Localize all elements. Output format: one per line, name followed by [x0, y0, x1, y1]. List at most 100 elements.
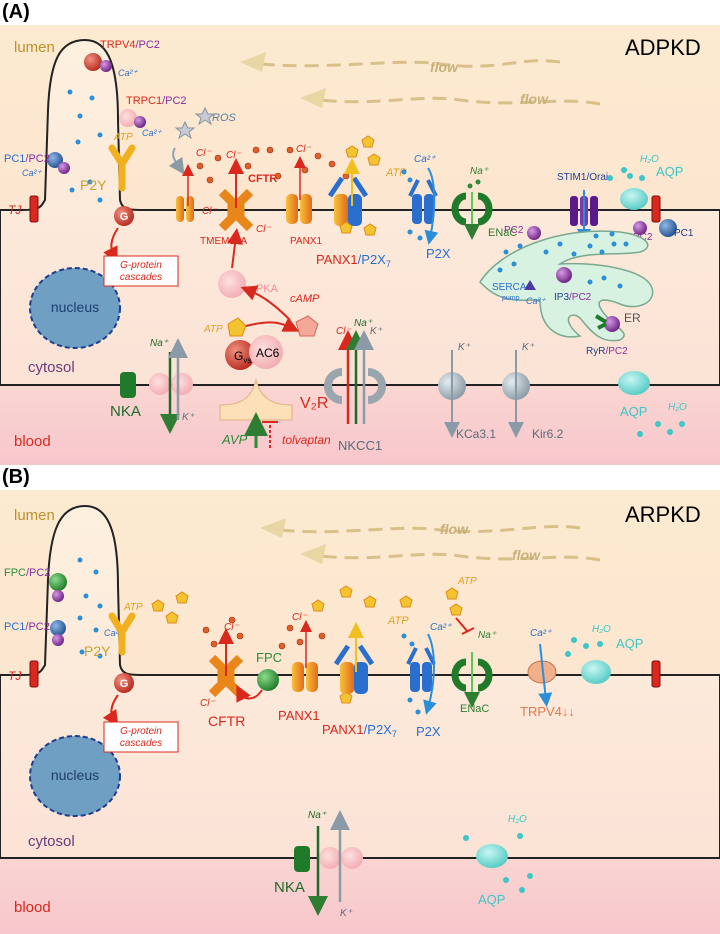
- panx1-channel-b2: [306, 662, 318, 692]
- nucleus-label-b: nucleus: [51, 767, 99, 783]
- cftr-channel-b: [208, 654, 244, 698]
- pc1-pc2: [58, 162, 70, 174]
- camp-pka-arrow: [240, 285, 291, 321]
- g-protein-cascades-b2: cascades: [120, 738, 162, 749]
- ryr-pc2-channel: [604, 316, 620, 332]
- cilium-calcium-dots: [67, 89, 103, 203]
- p2x-channel-b-left: [410, 662, 420, 692]
- panx1-cl-label: Cl⁻: [296, 144, 311, 155]
- p2y-label: P2Y: [80, 177, 107, 193]
- h2o-apical-label: H₂O: [640, 154, 659, 165]
- ros-arrow: [168, 147, 185, 175]
- cftr-cl-label: Cl⁻: [226, 150, 241, 161]
- p2y-atp-label-b: ATP: [123, 602, 143, 613]
- panx1-p2x7-label-b: PANX1/P2X7: [322, 722, 397, 739]
- nka-subunit-b1: [319, 847, 341, 869]
- p2x-ca-arrow-b: [423, 633, 437, 715]
- trpc1-channel: [119, 109, 137, 127]
- panel-a-tag: (A): [2, 1, 30, 23]
- ros-label: ROS: [212, 112, 237, 124]
- enac-na-label: Na⁺: [470, 166, 489, 177]
- nka-na-label: Na⁺: [150, 338, 169, 349]
- panel-b-title: ARPKD: [625, 502, 701, 527]
- fpc-membrane: [257, 669, 279, 691]
- p2x-channel-right: [424, 194, 434, 224]
- er-calcium-dots: [497, 231, 629, 289]
- er-label: ER: [624, 311, 641, 325]
- fpc-pc2-label: FPC/PC2: [4, 567, 50, 579]
- er-pc2-label: PC2: [504, 225, 524, 236]
- kca31-label: KCa3.1: [456, 427, 496, 441]
- chloride-dots: [196, 146, 350, 184]
- er-pc2: [527, 226, 541, 240]
- g-protein-cascades-line2: cascades: [120, 272, 162, 283]
- stim1-label: STIM1/Orai: [557, 172, 608, 183]
- h2o-basolateral-label-b: H₂O: [508, 814, 527, 825]
- sodium-dots: [467, 179, 481, 189]
- p2x-channel-b-right: [422, 662, 432, 692]
- g-protein-label-b: G: [120, 678, 129, 690]
- enac-na-label-b: Na⁺: [478, 630, 497, 641]
- ros-star-2: [174, 120, 196, 140]
- p2x-channel-left: [412, 194, 422, 224]
- pc1-right-label: PC1: [674, 228, 694, 239]
- ip3-pc2-label: IP3/PC2: [554, 292, 592, 303]
- tight-junction: [29, 195, 39, 223]
- blood-label-b: blood: [14, 899, 51, 916]
- flow-label-1: flow: [430, 59, 459, 75]
- ac6-atp: [227, 317, 247, 337]
- orai-channel-1: [570, 196, 578, 226]
- nkcc1-k-label: K⁺: [370, 326, 383, 337]
- pc1pc2-label: PC1/PC2: [4, 153, 50, 165]
- cftr-label: CFTR: [248, 173, 277, 185]
- nkcc1-na-label: Na⁺: [354, 318, 373, 329]
- enac-atp: [445, 587, 459, 600]
- avp-label: AVP: [221, 432, 248, 447]
- h2o-basolateral-label: H₂O: [668, 402, 687, 413]
- aqp-apical-label: AQP: [656, 164, 683, 179]
- aqp-apical-label-b: AQP: [616, 636, 643, 651]
- tj-label-b: TJ: [8, 669, 22, 683]
- pc2-right: [633, 221, 647, 235]
- serca-pump-label: pump: [502, 295, 520, 302]
- atp-camp-arrow: [245, 317, 300, 332]
- nka-pump-b: [294, 846, 310, 872]
- tmem16a-right: [186, 196, 194, 222]
- serca-ca-label: Ca²⁺: [526, 296, 547, 306]
- aqp-apical-b: [581, 660, 611, 684]
- kir62-k-label: K⁺: [522, 342, 535, 353]
- atp-enac-bar: [461, 627, 475, 635]
- fpc-cftr-arrow: [236, 684, 263, 703]
- p2x-label: P2X: [426, 246, 451, 261]
- p2y-receptor: [108, 144, 136, 192]
- enac-atp-2: [449, 603, 463, 616]
- atp-enac-inhibit: [455, 617, 469, 633]
- tmem16a-left: [176, 196, 184, 222]
- trpc1-ca-label: Ca²⁺: [142, 128, 163, 138]
- camp: [295, 315, 319, 337]
- nka-subunit-1: [149, 373, 171, 395]
- pc2-right-label: PC2: [633, 232, 653, 243]
- panel-b: (B) ARPKD lumen blood flow flow cytosol …: [0, 466, 720, 934]
- p2y-atp-label: ATP: [113, 132, 133, 143]
- panx1-p2x7-left: [334, 194, 348, 226]
- panx1-cl-label-b: Cl⁻: [292, 612, 307, 623]
- aqp-apical: [620, 188, 648, 210]
- lumen-label: lumen: [14, 39, 55, 56]
- water-molecules-basolateral-b: [463, 833, 533, 893]
- g-protein: [114, 206, 134, 226]
- panel-a-title: ADPKD: [625, 35, 701, 60]
- orai-channel-3: [590, 196, 598, 226]
- p2x-calcium-dots-b: [401, 633, 421, 715]
- pc1-right: [659, 219, 677, 237]
- cytosol-label: cytosol: [28, 359, 75, 376]
- atp-label: ATP: [385, 167, 407, 179]
- ip3-pc2-channel: [556, 267, 572, 283]
- fpc-pc2: [52, 590, 64, 602]
- panx1-p2x7-left-b: [340, 662, 354, 694]
- flow-label-b2: flow: [512, 547, 541, 563]
- gvs-label: Gvs: [234, 349, 251, 365]
- g-protein-cascades-b1: G-protein: [120, 726, 162, 737]
- h2o-apical-label-b: H₂O: [592, 624, 611, 635]
- endoplasmic-reticulum: [479, 230, 654, 342]
